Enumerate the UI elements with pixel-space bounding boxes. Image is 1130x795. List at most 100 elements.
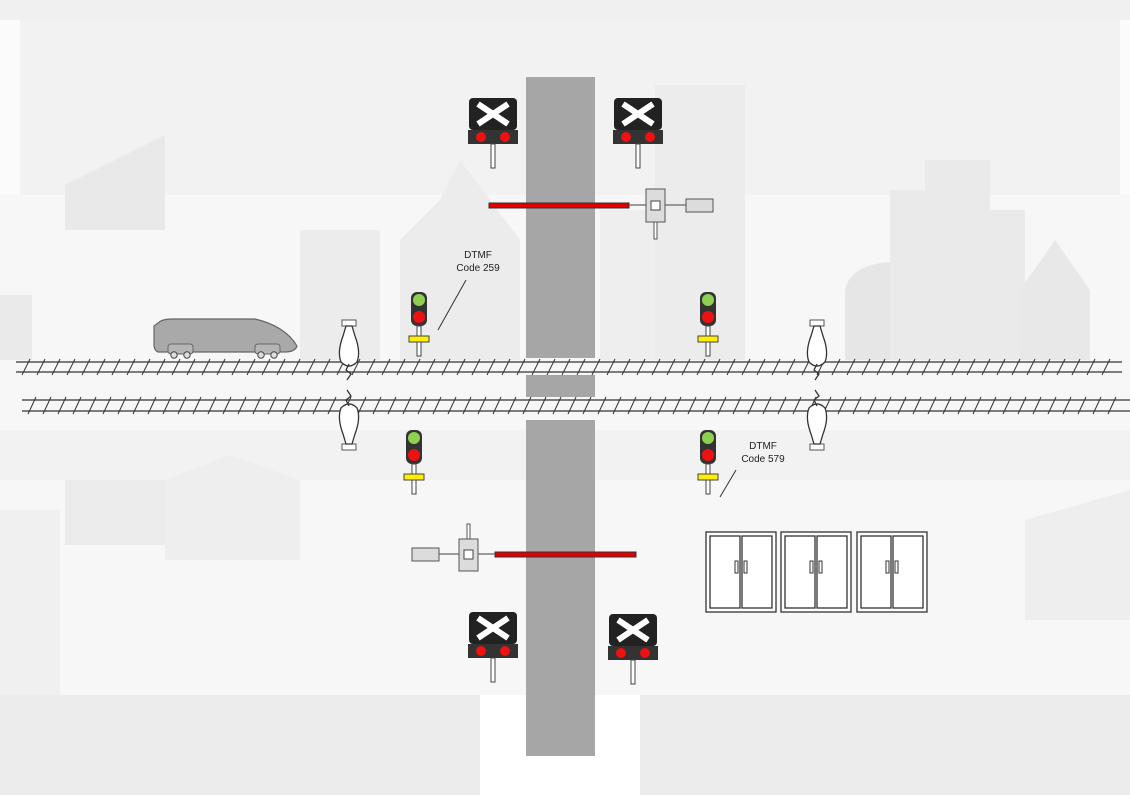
track-tie (771, 358, 781, 376)
track-tie (1026, 358, 1036, 376)
track-tie (1086, 358, 1096, 376)
track-tie (597, 396, 607, 415)
track-tie (951, 358, 961, 376)
track-tie (981, 358, 991, 376)
track-tie (141, 358, 151, 376)
dtmf-upper-line2: Code 259 (456, 263, 500, 274)
track-tie (987, 396, 997, 415)
track-tie (636, 358, 646, 376)
track-tie (537, 396, 547, 415)
track-tie (852, 396, 862, 415)
railway-tracks (16, 358, 1130, 415)
track-tie (162, 396, 172, 415)
track-tie (711, 358, 721, 376)
track-tie (27, 396, 37, 415)
track-tie (267, 396, 277, 415)
track-tie (411, 358, 421, 376)
track-tie (1047, 396, 1057, 415)
high-speed-train-icon (153, 318, 298, 359)
track-tie (237, 396, 247, 415)
track-tie (36, 358, 46, 376)
track-tie (396, 358, 406, 376)
track-tie (792, 396, 802, 415)
track-tie (1002, 396, 1012, 415)
track-tie (1056, 358, 1066, 376)
track-tie (786, 358, 796, 376)
track-tie (567, 396, 577, 415)
track-tie (702, 396, 712, 415)
track-tie (687, 396, 697, 415)
track-tie (207, 396, 217, 415)
leader-line (719, 469, 737, 498)
track-tie (216, 358, 226, 376)
track-tie (102, 396, 112, 415)
track-tie (837, 396, 847, 415)
track-tie (696, 358, 706, 376)
track-tie (456, 358, 466, 376)
track-tie (906, 358, 916, 376)
track-tie (462, 396, 472, 415)
track-tie (621, 358, 631, 376)
track-tie (942, 396, 952, 415)
track-lower (22, 396, 1130, 415)
track-tie (21, 358, 31, 376)
track-tie (426, 358, 436, 376)
track-tie (306, 358, 316, 376)
track-tie (867, 396, 877, 415)
track-tie (1011, 358, 1021, 376)
track-tie (777, 396, 787, 415)
track-tie (486, 358, 496, 376)
track-tie (762, 396, 772, 415)
track-tie (357, 396, 367, 415)
track-tie (876, 358, 886, 376)
track-tie (882, 396, 892, 415)
track-tie (222, 396, 232, 415)
track-tie (366, 358, 376, 376)
track-tie (936, 358, 946, 376)
track-tie (546, 358, 556, 376)
leader-line (437, 279, 467, 331)
track-tie (996, 358, 1006, 376)
track-tie (732, 396, 742, 415)
track-tie (477, 396, 487, 415)
track-tie (282, 396, 292, 415)
dtmf-upper-line1: DTMF (464, 250, 492, 261)
track-tie (1032, 396, 1042, 415)
equipment-cabinet-icon (705, 531, 777, 613)
track-tie (651, 358, 661, 376)
track-tie (432, 396, 442, 415)
track-upper (16, 358, 1122, 376)
track-tie (507, 396, 517, 415)
track-tie (66, 358, 76, 376)
track-tie (627, 396, 637, 415)
track-tie (657, 396, 667, 415)
track-tie (231, 358, 241, 376)
dtmf-annotation-upper: DTMF Code 259 (437, 250, 500, 331)
track-tie (1071, 358, 1081, 376)
track-tie (192, 396, 202, 415)
track-tie (756, 358, 766, 376)
track-tie (957, 396, 967, 415)
track-tie (912, 396, 922, 415)
track-tie (471, 358, 481, 376)
dtmf-annotation-lower: DTMF Code 579 (719, 441, 785, 498)
track-tie (327, 396, 337, 415)
track-tie (1017, 396, 1027, 415)
track-tie (111, 358, 121, 376)
track-tie (1107, 396, 1117, 415)
track-tie (261, 358, 271, 376)
track-tie (672, 396, 682, 415)
track-tie (417, 396, 427, 415)
track-tie (831, 358, 841, 376)
track-tie (666, 358, 676, 376)
track-tie (246, 358, 256, 376)
track-tie (1092, 396, 1102, 415)
track-tie (897, 396, 907, 415)
track-tie (87, 396, 97, 415)
track-tie (591, 358, 601, 376)
track-tie (72, 396, 82, 415)
track-tie (447, 396, 457, 415)
track-tie (681, 358, 691, 376)
track-tie (501, 358, 511, 376)
